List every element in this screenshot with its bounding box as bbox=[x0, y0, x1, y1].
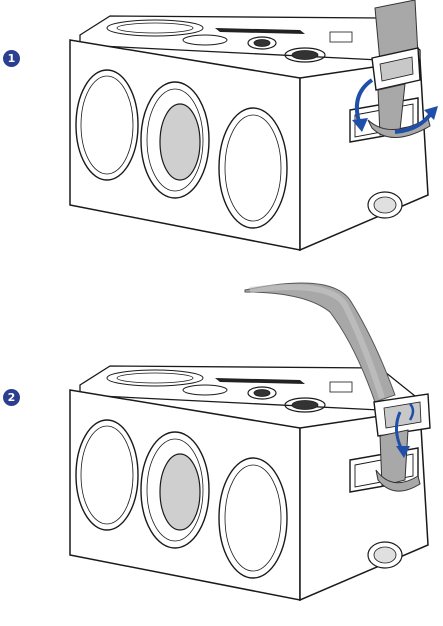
step-2-badge: 2 bbox=[3, 389, 20, 406]
step-2-illustration bbox=[69, 282, 431, 601]
carry-strap-icon bbox=[244, 282, 396, 403]
step-1-illustration bbox=[69, 0, 438, 251]
boombox-speaker-icon bbox=[69, 15, 429, 251]
step-1-badge: 1 bbox=[3, 50, 20, 67]
